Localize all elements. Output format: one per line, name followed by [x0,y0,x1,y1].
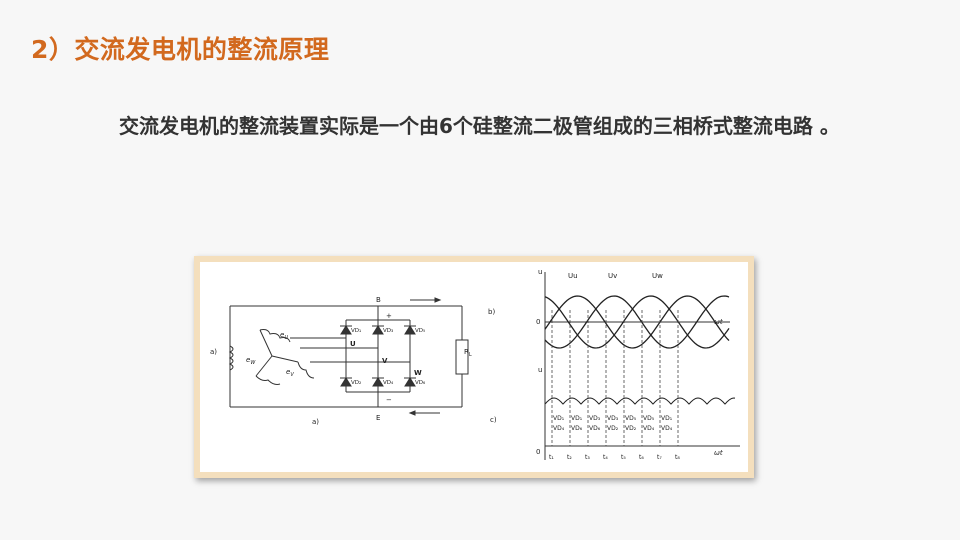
circuit-diagram [228,297,469,416]
winding-v [271,355,299,363]
arrowhead [434,297,442,303]
phase-uw-label: Uw [652,272,663,280]
waveform-labels: u u 0 0 ωt ωt Uu Uv Uw [536,268,723,457]
x-axis-bottom-label: ωt [714,449,723,457]
conduct-bottom-label: VD₄ [553,425,565,432]
diode-vd6 [404,377,416,387]
body-paragraph-text: 交流发电机的整流装置实际是一个由6个硅整流二极管组成的三相桥式整流电路 。 [119,114,840,138]
phase-u-label: U [350,340,356,348]
conduct-bottom-label: VD₄ [661,425,673,432]
time-tick-label: t₂ [567,454,572,461]
phase-uu-label: Uu [568,272,578,280]
diode-vd3-label: VD₃ [383,328,393,334]
time-tick-label: t₈ [675,454,680,461]
time-tick-label: t₅ [621,454,626,461]
conduct-bottom-label: VD₂ [625,425,637,432]
diode-vd6-label: VD₆ [415,380,426,386]
circuit-labels: B E + − U V W RL eU eW eV VD₁ VD₃ VD₅ VD… [210,296,497,426]
arrowhead [408,410,416,416]
waveform-axes [544,272,740,460]
conduct-top-label: VD₁ [553,415,565,422]
emf-u-label: eU [280,331,288,341]
field-coil [228,345,234,371]
phase-uv-label: Uv [608,272,617,280]
time-tick-label: t₆ [639,454,644,461]
phase-w-label: W [414,369,422,377]
coil-u [259,329,291,343]
diode-vd5 [404,325,416,335]
diode-vd1-label: VD₁ [351,328,361,334]
conduct-top-label: VD₅ [643,415,655,422]
conduct-bottom-label: VD₆ [589,425,601,432]
load-label: RL [464,348,472,358]
diode-vd3 [372,325,384,335]
y-axis-bottom-label: u [538,366,542,374]
conduct-top-label: VD₃ [589,415,601,422]
panel-a-left-label: a) [210,348,217,356]
rectified-ripple [544,397,736,405]
diode-vd4-label: VD₄ [383,380,394,386]
phase-v-wave [544,295,730,349]
conduction-labels: VD₁ VD₄ VD₁ VD₆ VD₃ VD₆ VD₃ VD₂ VD₅ VD₂ VD₅ VD₄ VD₁ V… [553,415,673,432]
minus-label: − [386,396,392,404]
time-tick-label: t₁ [549,454,554,461]
conduct-top-label: VD₁ [571,415,583,422]
time-tick-label: t₇ [657,454,662,461]
diode-vd5-label: VD₅ [415,328,425,334]
load-resistor [455,339,469,375]
panel-c-label: c) [490,416,497,424]
time-tick-label: t₃ [585,454,590,461]
winding-w [255,355,273,377]
diode-vd4 [372,377,384,387]
conduct-top-label: VD₁ [661,415,673,422]
conduct-bottom-label: VD₄ [643,425,655,432]
node-e-label: E [376,414,380,422]
diode-vd2-label: VD₂ [351,380,361,386]
figure-frame: B E + − U V W RL eU eW eV VD₁ VD₃ VD₅ VD… [194,256,754,478]
phase-w-wave [544,295,730,349]
body-paragraph: 交流发电机的整流装置实际是一个由6个硅整流二极管组成的三相桥式整流电路 。 [83,111,873,142]
diode-vd2 [340,377,352,387]
conduct-top-label: VD₅ [625,415,637,422]
emf-w-label: eW [246,356,256,366]
node-b-label: B [376,296,381,304]
coil-w [255,375,281,385]
time-tick-label: t₄ [603,454,608,461]
panel-b-label: b) [488,308,495,316]
time-ticks: t₁ t₂ t₃ t₄ t₅ t₆ t₇ t₈ [549,454,680,461]
conduct-bottom-label: VD₆ [571,425,583,432]
phase-u-wave [544,295,730,349]
rectifier-figure: B E + − U V W RL eU eW eV VD₁ VD₃ VD₅ VD… [210,268,740,461]
emf-v-label: eV [286,368,294,378]
coil-v [297,361,315,379]
slide-title: 2）交流发电机的整流原理 [31,35,330,64]
waveform-traces [544,295,736,446]
winding-u [259,329,273,357]
conduct-top-label: VD₃ [607,415,619,422]
x-axis-top-label: ωt [714,318,723,326]
plus-label: + [386,312,392,320]
y-axis-top-label: u [538,268,542,276]
conduct-bottom-label: VD₂ [607,425,619,432]
diode-vd1 [340,325,352,335]
panel-a-bottom-label: a) [312,418,319,426]
origin-top-label: 0 [536,318,540,326]
origin-bottom-label: 0 [536,448,540,456]
phase-v-label: V [382,357,388,365]
